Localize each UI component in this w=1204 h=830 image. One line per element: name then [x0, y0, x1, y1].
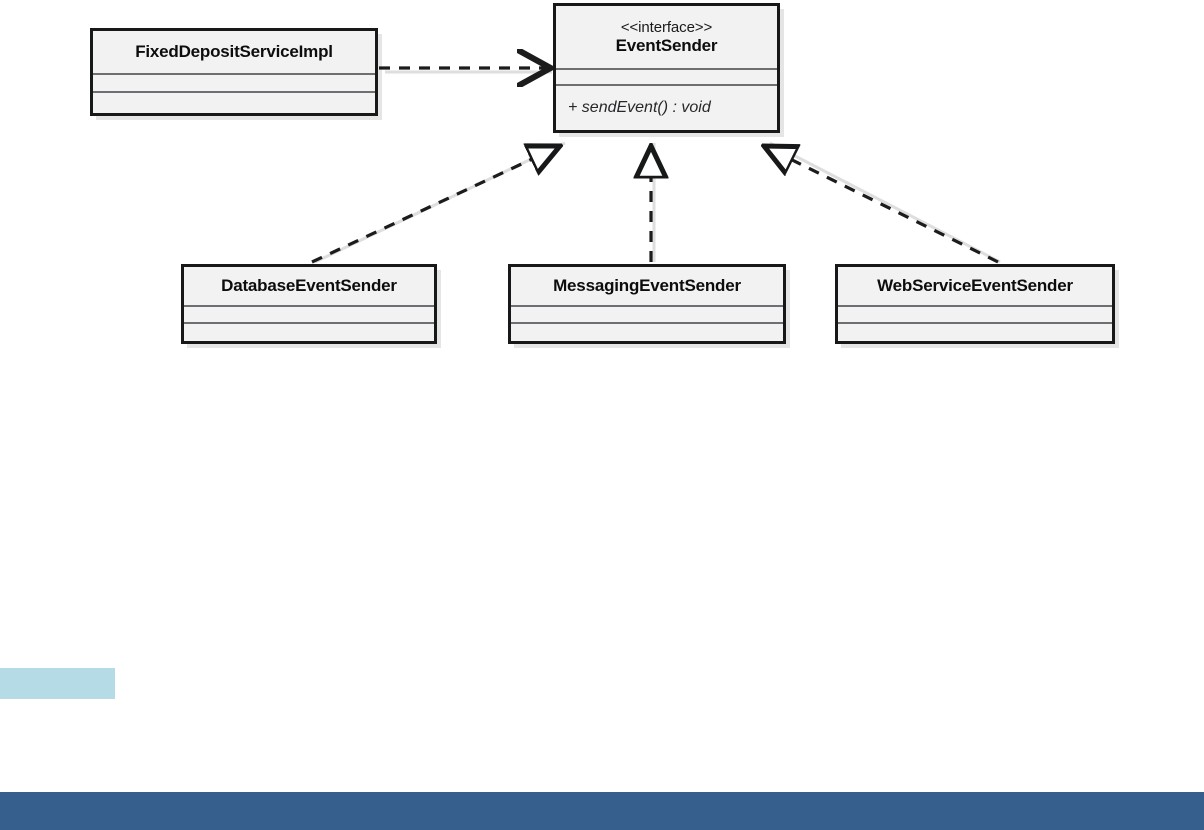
class-name: WebServiceEventSender: [877, 276, 1073, 295]
class-attributes-compartment: [93, 75, 375, 93]
class-header: DatabaseEventSender: [184, 267, 434, 307]
class-name: MessagingEventSender: [553, 276, 741, 295]
class-operations-compartment: [93, 93, 375, 113]
footer-bar: [0, 792, 1204, 830]
class-attributes-compartment: [511, 307, 783, 324]
class-operations-compartment: + sendEvent() : void: [556, 86, 777, 130]
class-box-messagingeventsender[interactable]: MessagingEventSender: [508, 264, 786, 344]
realization-webserviceeventsender-eventsender: [764, 146, 999, 264]
class-name: EventSender: [615, 35, 718, 55]
realization-databaseeventsender-eventsender: [311, 146, 560, 264]
class-box-databaseeventsender[interactable]: DatabaseEventSender: [181, 264, 437, 344]
class-operations-compartment: [838, 324, 1112, 341]
class-header: FixedDepositServiceImpl: [93, 31, 375, 75]
class-name: FixedDepositServiceImpl: [135, 42, 333, 61]
class-header: <<interface>> EventSender: [556, 6, 777, 70]
highlight-swatch: [0, 668, 115, 699]
class-header: MessagingEventSender: [511, 267, 783, 307]
class-box-eventsender[interactable]: <<interface>> EventSender + sendEvent() …: [553, 3, 780, 133]
class-stereotype: <<interface>>: [620, 18, 713, 36]
class-box-webserviceeventsender[interactable]: WebServiceEventSender: [835, 264, 1115, 344]
class-box-fixeddepositserviceimpl[interactable]: FixedDepositServiceImpl: [90, 28, 378, 116]
operation-senddevent: + sendEvent() : void: [568, 99, 711, 116]
class-operations-compartment: [184, 324, 434, 341]
class-header: WebServiceEventSender: [838, 267, 1112, 307]
class-operations-compartment: [511, 324, 783, 341]
class-attributes-compartment: [838, 307, 1112, 324]
class-name: DatabaseEventSender: [221, 276, 397, 295]
class-attributes-compartment: [556, 70, 777, 86]
class-attributes-compartment: [184, 307, 434, 324]
